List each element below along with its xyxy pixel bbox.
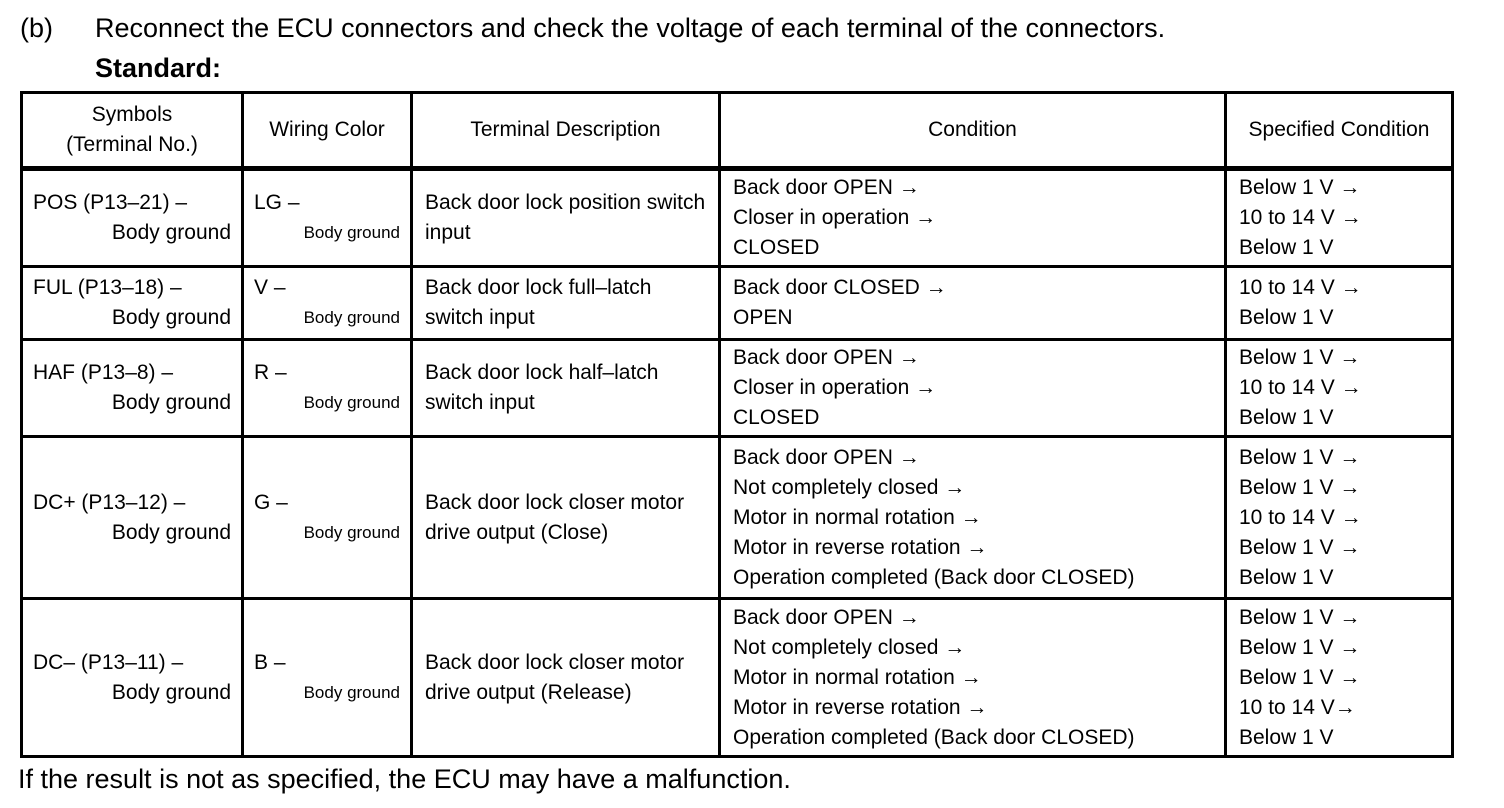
table-row: HAF (P13–8) – Body ground R – Body groun…	[20, 338, 1454, 438]
symbol-text: HAF (P13–8) –	[33, 361, 174, 384]
symbol-ground-text: Body ground	[111, 520, 231, 544]
symbol-ground-text: Body ground	[111, 306, 231, 329]
wiring-color-cell: G – Body ground	[241, 435, 413, 600]
condition-cell: Back door OPEN →Closer in operation →CLO…	[718, 167, 1227, 268]
terminal-description-cell: Back door lock position switch input	[410, 167, 721, 268]
specified-condition-cell: Below 1 V →10 to 14 V →Below 1 V	[1224, 167, 1454, 268]
terminal-voltage-table: Symbols(Terminal No.) Wiring Color Termi…	[20, 91, 1454, 758]
wiring-color-text: LG –	[254, 191, 300, 214]
instruction-text: Reconnect the ECU connectors and check t…	[95, 13, 1166, 43]
wiring-color-text: B –	[254, 650, 286, 674]
header-condition: Condition	[718, 91, 1227, 171]
condition-cell: Back door OPEN →Closer in operation →CLO…	[718, 338, 1227, 438]
header-specified-condition: Specified Condition	[1224, 91, 1454, 171]
wiring-ground-text: Body ground	[303, 308, 400, 327]
symbol-text: DC– (P13–11) –	[33, 650, 184, 674]
symbol-cell: POS (P13–21) – Body ground	[20, 167, 244, 268]
instruction-line: (b) Reconnect the ECU connectors and chec…	[20, 12, 1165, 45]
specified-condition-cell: Below 1 V →10 to 14 V →Below 1 V	[1224, 338, 1454, 438]
table-header-row: Symbols(Terminal No.) Wiring Color Termi…	[20, 91, 1454, 171]
terminal-description-cell: Back door lock closer motor drive output…	[410, 435, 721, 600]
wiring-ground-text: Body ground	[303, 522, 400, 542]
terminal-description-cell: Back door lock half–latch switch input	[410, 338, 721, 438]
condition-cell: Back door CLOSED →OPEN	[718, 265, 1227, 341]
header-terminal-description: Terminal Description	[410, 91, 721, 171]
condition-cell: Back door OPEN →Not completely closed →M…	[718, 435, 1227, 600]
specified-condition-cell: 10 to 14 V →Below 1 V	[1224, 265, 1454, 341]
symbol-cell: HAF (P13–8) – Body ground	[20, 338, 244, 438]
symbol-text: FUL (P13–18) –	[33, 276, 182, 299]
symbol-cell: DC+ (P13–12) – Body ground	[20, 435, 244, 600]
table-row: DC+ (P13–12) – Body ground G – Body grou…	[20, 435, 1454, 600]
wiring-color-cell: R – Body ground	[241, 338, 413, 438]
wiring-ground-text: Body ground	[303, 223, 400, 242]
wiring-color-cell: V – Body ground	[241, 265, 413, 341]
step-label: (b)	[20, 13, 53, 43]
wiring-color-text: G –	[254, 490, 288, 514]
table-row: FUL (P13–18) – Body ground V – Body grou…	[20, 265, 1454, 341]
table-row: DC– (P13–11) – Body ground B – Body grou…	[20, 597, 1454, 758]
table-row: POS (P13–21) – Body ground LG – Body gro…	[20, 167, 1454, 268]
symbol-ground-text: Body ground	[111, 680, 231, 704]
condition-cell: Back door OPEN →Not completely closed →M…	[718, 597, 1227, 758]
symbol-text: POS (P13–21) –	[33, 191, 188, 214]
header-symbols: Symbols(Terminal No.)	[20, 91, 244, 171]
terminal-description-cell: Back door lock full–latch switch input	[410, 265, 721, 341]
symbol-cell: DC– (P13–11) – Body ground	[20, 597, 244, 758]
specified-condition-cell: Below 1 V →Below 1 V →10 to 14 V →Below …	[1224, 435, 1454, 600]
wiring-color-text: V –	[254, 276, 286, 299]
wiring-ground-text: Body ground	[303, 393, 400, 412]
symbol-ground-text: Body ground	[111, 221, 231, 244]
symbol-cell: FUL (P13–18) – Body ground	[20, 265, 244, 341]
wiring-color-cell: LG – Body ground	[241, 167, 413, 268]
header-wiring-color: Wiring Color	[241, 91, 413, 171]
standard-label: Standard:	[95, 53, 222, 83]
terminal-description-cell: Back door lock closer motor drive output…	[410, 597, 721, 758]
result-note: If the result is not as specified, the E…	[18, 764, 791, 794]
wiring-color-text: R –	[254, 361, 287, 384]
wiring-color-cell: B – Body ground	[241, 597, 413, 758]
wiring-ground-text: Body ground	[303, 682, 400, 702]
symbol-ground-text: Body ground	[111, 391, 231, 414]
symbol-text: DC+ (P13–12) –	[33, 490, 186, 514]
specified-condition-cell: Below 1 V →Below 1 V →Below 1 V →10 to 1…	[1224, 597, 1454, 758]
